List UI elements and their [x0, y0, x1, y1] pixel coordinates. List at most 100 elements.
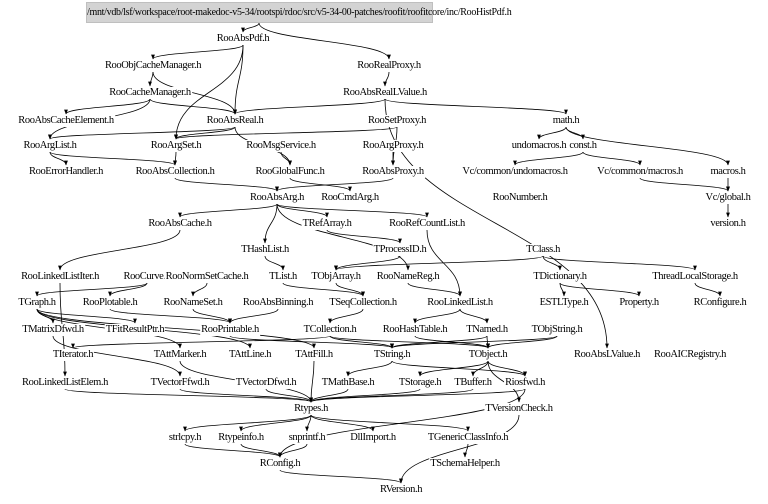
header-node-rooabsarg-h[interactable]: RooAbsArg.h	[248, 192, 306, 204]
dependency-edge	[309, 388, 526, 403]
header-node-dllimport-h[interactable]: DllImport.h	[349, 432, 397, 444]
header-node-rooargproxy-h[interactable]: RooArgProxy.h	[361, 140, 425, 152]
header-node-roomsgservice-h[interactable]: RooMsgService.h	[245, 140, 317, 152]
header-node-tlist-h[interactable]: TList.h	[268, 271, 298, 283]
header-node-rooarglist-h[interactable]: RooArgList.h	[22, 140, 78, 152]
header-node-tobjstring-h[interactable]: TObjString.h	[530, 324, 584, 336]
header-node-riosfwd-h[interactable]: Riosfwd.h	[504, 377, 546, 389]
dependency-edge	[174, 126, 398, 140]
header-node-rconfig-h[interactable]: RConfig.h	[258, 458, 302, 470]
header-node-tattmarker-h[interactable]: TAttMarker.h	[152, 349, 208, 361]
header-node-rooglobalfunc-h[interactable]: RooGlobalFunc.h	[254, 166, 326, 178]
header-node-trefarray-h[interactable]: TRefArray.h	[301, 218, 353, 230]
root-file-node[interactable]: /mnt/vdb/lsf/workspace/root-makedoc-v5-3…	[86, 2, 512, 23]
header-node-tobjarray-h[interactable]: TObjArray.h	[310, 271, 362, 283]
header-node-rooprintable-h[interactable]: RooPrintable.h	[200, 324, 260, 336]
header-node-rooabscacheelement-h[interactable]: RooAbsCacheElement.h	[17, 115, 115, 127]
dependency-edge	[178, 203, 278, 218]
header-node-roonumber-h[interactable]: RooNumber.h	[491, 192, 549, 204]
header-node-rooaicregistry-h[interactable]: RooAICRegistry.h	[653, 349, 727, 361]
header-node-thashlist-h[interactable]: THashList.h	[240, 244, 290, 256]
header-node-tcollection-h[interactable]: TCollection.h	[302, 324, 358, 336]
header-node-undomacros-h[interactable]: undomacros.h	[510, 140, 568, 152]
header-node-version-h[interactable]: version.h	[709, 218, 747, 230]
header-node-tmathbase-h[interactable]: TMathBase.h	[320, 377, 376, 389]
dependency-edge	[309, 388, 474, 403]
header-node-roonameset-h[interactable]: RooNameSet.h	[162, 297, 224, 309]
header-node-roocmdarg-h[interactable]: RooCmdArg.h	[320, 192, 380, 204]
header-node-tseqcollection-h[interactable]: TSeqCollection.h	[328, 297, 398, 309]
header-node-tprocessid-h[interactable]: TProcessID.h	[372, 244, 428, 256]
header-node-const-h[interactable]: const.h	[568, 140, 598, 152]
header-node-roolinkedlistiter-h[interactable]: RooLinkedListIter.h	[20, 271, 100, 283]
header-node-tattfill-h[interactable]: TAttFill.h	[294, 349, 334, 361]
header-node-estltype-h[interactable]: ESTLType.h	[538, 297, 590, 309]
header-node-rooabspdf-h[interactable]: RooAbsPdf.h	[215, 33, 271, 45]
header-node-rooabsreal-h[interactable]: RooAbsReal.h	[205, 115, 265, 127]
dependency-edge	[240, 443, 282, 458]
header-node-tvectorffwd-h[interactable]: TVectorFfwd.h	[149, 377, 211, 389]
dependency-edge	[463, 443, 469, 458]
header-node-tmatrixdfwd-h[interactable]: TMatrixDfwd.h	[21, 324, 85, 336]
header-node-rooplotable-h[interactable]: RooPlotable.h	[81, 297, 139, 309]
header-node-property-h[interactable]: Property.h	[618, 297, 660, 309]
header-node-macros-h[interactable]: macros.h	[709, 166, 747, 178]
header-node-roocurve-h[interactable]: RooCurve.h	[122, 271, 172, 283]
header-node-roosetproxy-h[interactable]: RooSetProxy.h	[366, 115, 428, 127]
dependency-edge	[36, 308, 316, 349]
dependency-edge	[328, 308, 364, 324]
header-node-roohashtable-h[interactable]: RooHashTable.h	[381, 324, 449, 336]
header-node-tattline-h[interactable]: TAttLine.h	[227, 349, 273, 361]
header-node-tschemahelper-h[interactable]: TSchemaHelper.h	[429, 458, 501, 470]
header-node-strlcpy-h[interactable]: strlcpy.h	[167, 432, 203, 444]
header-node-rconfigure-h[interactable]: RConfigure.h	[692, 297, 748, 309]
header-node-rversion-h[interactable]: RVersion.h	[378, 484, 424, 496]
header-node-rooabsreallvalue-h[interactable]: RooAbsRealLValue.h	[342, 87, 428, 99]
dependency-edge	[414, 335, 490, 349]
header-node-roorefcountlist-h[interactable]: RooRefCountList.h	[388, 218, 466, 230]
dependency-edge	[459, 308, 489, 324]
header-node-roolinkedlistelem-h[interactable]: RooLinkedListElem.h	[20, 377, 110, 389]
header-node-tclass-h[interactable]: TClass.h	[525, 244, 561, 256]
header-node-tversioncheck-h[interactable]: TVersionCheck.h	[484, 403, 554, 415]
header-node-tfitresultptr-h[interactable]: TFitResultPtr.h	[104, 324, 166, 336]
header-node-roonormsetcache-h[interactable]: RooNormSetCache.h	[164, 271, 250, 283]
header-node-tgenericclassinfo-h[interactable]: TGenericClassInfo.h	[426, 432, 510, 444]
header-node-roorealproxy-h[interactable]: RooRealProxy.h	[356, 60, 422, 72]
header-node-roonamereg-h[interactable]: RooNameReg.h	[375, 271, 441, 283]
header-node-tgraph-h[interactable]: TGraph.h	[17, 297, 57, 309]
header-node-math-h[interactable]: math.h	[551, 115, 581, 127]
header-node-tobject-h[interactable]: TObject.h	[467, 349, 509, 361]
dependency-edge	[275, 177, 394, 192]
dependency-edge	[278, 443, 308, 458]
header-node-rooabscache-h[interactable]: RooAbsCache.h	[147, 218, 213, 230]
header-node-rooobjcachemanager-h[interactable]: RooObjCacheManager.h	[103, 60, 203, 72]
dependency-edge	[149, 98, 237, 115]
header-node-threadlocalstorage-h[interactable]: ThreadLocalStorage.h	[651, 271, 739, 283]
header-node-rooabsbinning-h[interactable]: RooAbsBinning.h	[241, 297, 315, 309]
header-node-tvectordfwd-h[interactable]: TVectorDfwd.h	[234, 377, 298, 389]
header-node-vc-common-undomacros-h[interactable]: Vc/common/undomacros.h	[461, 166, 569, 178]
header-node-tdictionary-h[interactable]: TDictionary.h	[532, 271, 588, 283]
header-node-snprintf-h[interactable]: snprintf.h	[287, 432, 327, 444]
dependency-edge	[542, 255, 697, 271]
header-node-rooerrorhandler-h[interactable]: RooErrorHandler.h	[28, 166, 104, 178]
dependency-edge	[310, 414, 470, 432]
dependency-edge	[228, 308, 279, 324]
header-node-vc-global-h[interactable]: Vc/global.h	[704, 192, 752, 204]
header-node-rooabsproxy-h[interactable]: RooAbsProxy.h	[361, 166, 425, 178]
header-node-rtypes-h[interactable]: Rtypes.h	[293, 403, 329, 415]
header-node-rtypeinfo-h[interactable]: Rtypeinfo.h	[217, 432, 265, 444]
header-node-tstring-h[interactable]: TString.h	[372, 349, 412, 361]
header-node-vc-common-macros-h[interactable]: Vc/common/macros.h	[596, 166, 684, 178]
header-node-rooargset-h[interactable]: RooArgSet.h	[149, 140, 203, 152]
header-node-rooabscollection-h[interactable]: RooAbsCollection.h	[134, 166, 216, 178]
dependency-edge	[279, 469, 403, 484]
header-node-tbuffer-h[interactable]: TBuffer.h	[453, 377, 493, 389]
header-node-tstorage-h[interactable]: TStorage.h	[397, 377, 443, 389]
header-node-titerator-h[interactable]: TIterator.h	[51, 349, 95, 361]
header-node-roolinkedlist-h[interactable]: RooLinkedList.h	[426, 297, 494, 309]
header-node-tnamed-h[interactable]: TNamed.h	[465, 324, 509, 336]
header-node-rooabslvalue-h[interactable]: RooAbsLValue.h	[572, 349, 642, 361]
header-node-roocachemanager-h[interactable]: RooCacheManager.h	[108, 87, 192, 99]
